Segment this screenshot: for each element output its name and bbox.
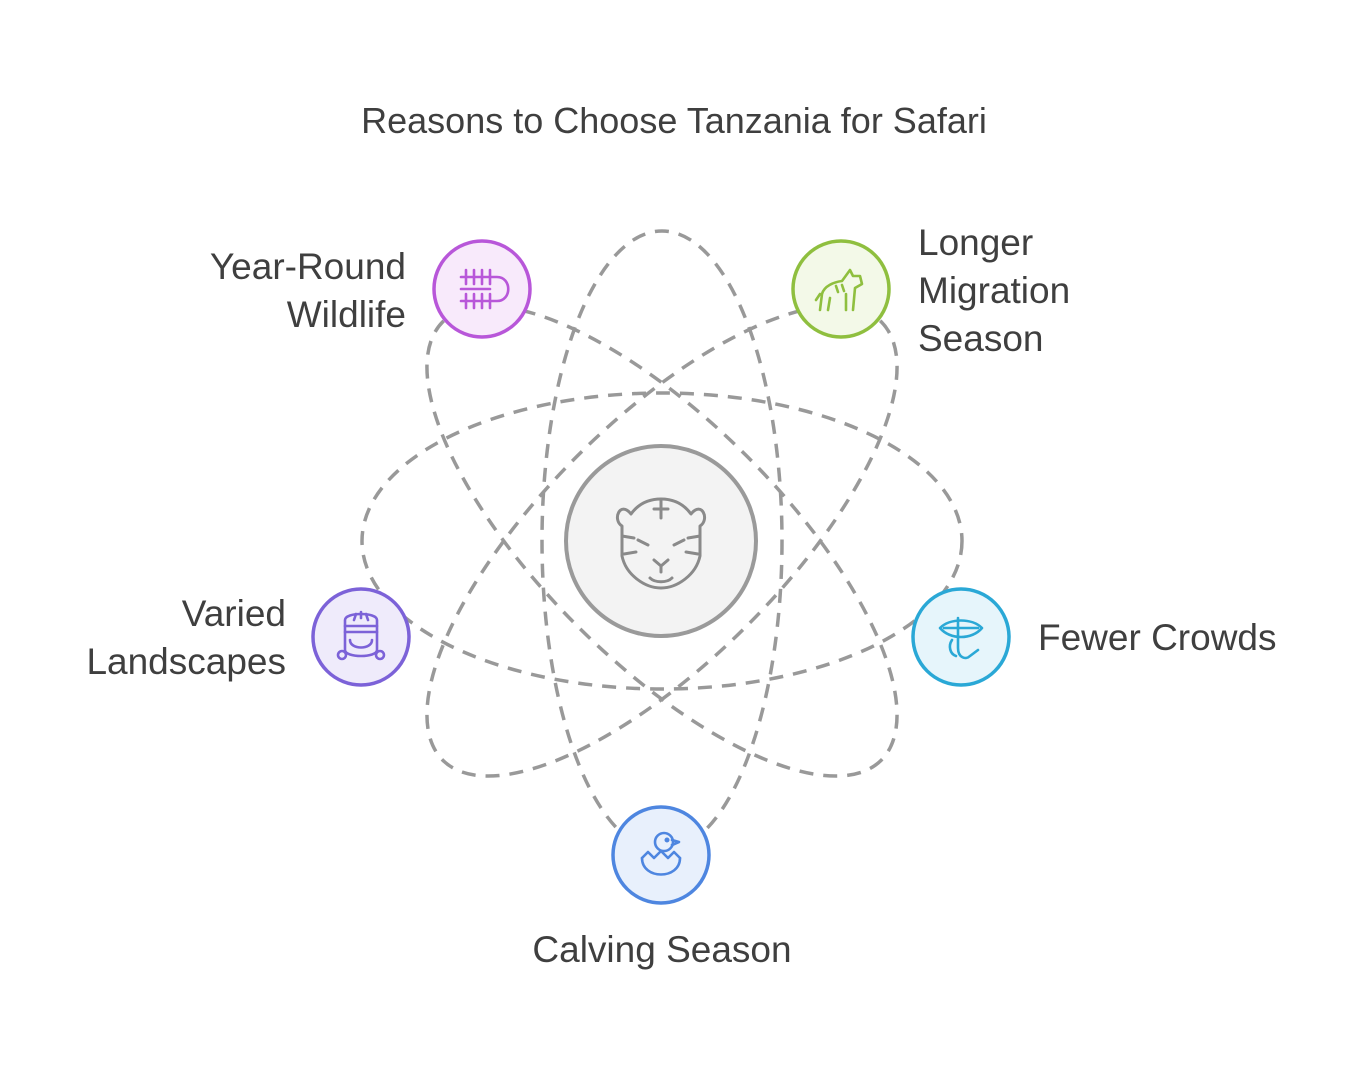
node-varied-landscapes [311,587,411,687]
hyena-icon [814,268,864,312]
node-longer-migration-season [791,239,891,339]
label-line: Landscapes [86,641,286,682]
label-calving-season: Calving Season [474,926,850,974]
orbit-horizontal [360,391,964,691]
label-line: Migration [918,270,1071,311]
label-fewer-crowds: Fewer Crowds [1038,614,1328,662]
label-varied-landscapes: Varied Landscapes [30,590,286,686]
label-line: Season [918,318,1044,359]
node-year-round-wildlife [432,239,532,339]
label-line: Calving Season [532,929,792,970]
caterpillar-icon [459,268,510,310]
node-calving-season [611,805,711,905]
tiger-face-icon [616,497,706,590]
orbit-diagonal-right [425,304,899,778]
diagram-title: Reasons to Choose Tanzania for Safari [361,100,987,141]
orbit-diagonal-left [425,304,899,778]
label-line: Longer [918,222,1034,263]
label-line: Wildlife [286,294,406,335]
label-line: Varied [181,593,286,634]
shush-icon [938,616,984,660]
orbit-vertical [540,229,784,853]
label-longer-migration-season: Longer Migration Season [918,219,1178,363]
orbit-group [360,229,964,853]
label-year-round-wildlife: Year-Round Wildlife [150,243,406,339]
center-node [564,444,758,638]
woman-face-icon [336,610,386,661]
hatching-chick-icon [640,831,682,876]
node-fewer-crowds [911,587,1011,687]
label-line: Year-Round [209,246,406,287]
label-line: Fewer Crowds [1038,617,1277,658]
